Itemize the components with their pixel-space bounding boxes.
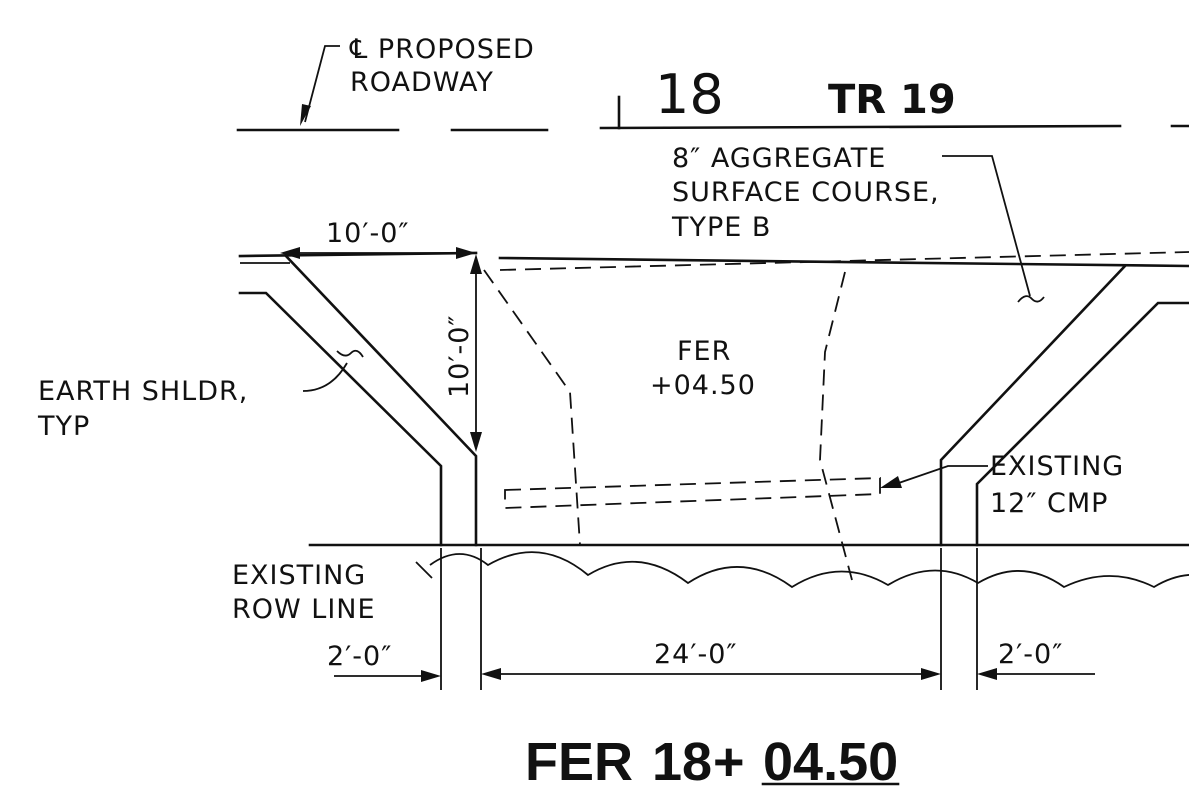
fer-label-line1: FER — [677, 336, 731, 367]
existing-ground-line — [308, 543, 1189, 589]
dim-left-text: 2′-0″ — [327, 641, 392, 672]
proposed-roadway-line — [236, 95, 1189, 132]
road-name: TR 19 — [828, 77, 956, 123]
shoulder-leader — [302, 349, 364, 392]
cmp-label-line1: EXISTING — [990, 451, 1124, 482]
title-plus: + — [713, 732, 745, 786]
dimension-center — [480, 548, 942, 690]
shoulder-label-line1: EARTH SHLDR, — [38, 376, 248, 407]
surface-label-line1: 8″ AGGREGATE — [672, 143, 886, 174]
centerline-label-line2: ROADWAY — [350, 67, 494, 98]
fer-label-line2: +04.50 — [650, 370, 756, 401]
dimension-right — [976, 548, 1095, 690]
centerline-leader — [300, 45, 340, 126]
dim-right-text: 2′-0″ — [998, 639, 1063, 670]
surface-leader — [942, 155, 1045, 303]
station-number: 18 — [655, 63, 724, 126]
dimension-top-width — [280, 247, 476, 259]
shoulder-label-line2: TYP — [37, 411, 90, 442]
cmp-label-line2: 12″ CMP — [990, 488, 1108, 519]
title-station: 18 — [652, 732, 712, 786]
section-title: FER 18 + 04.50 — [525, 732, 900, 786]
existing-cmp-pipe — [504, 477, 881, 509]
dim-top-width-text: 10′-0″ — [326, 218, 410, 249]
dim-vertical-text: 10′-0″ — [444, 315, 475, 399]
surface-label-line3: TYPE B — [671, 212, 771, 243]
cmp-leader — [880, 465, 988, 488]
surface-label-line2: SURFACE COURSE, — [672, 177, 940, 208]
centerline-label-line1: ℄ PROPOSED — [349, 34, 535, 65]
dimension-vertical — [470, 254, 482, 452]
row-label-line2: ROW LINE — [232, 594, 376, 625]
title-prefix: FER — [525, 732, 633, 786]
roadway-surface — [238, 251, 1189, 271]
existing-ditch-dashed — [483, 269, 853, 581]
title-offset: 04.50 — [763, 732, 898, 786]
right-headwall — [939, 264, 1189, 547]
dim-center-text: 24′-0″ — [654, 639, 738, 670]
dimension-left — [334, 548, 442, 690]
row-label-line1: EXISTING — [232, 560, 366, 591]
left-headwall — [238, 254, 478, 547]
